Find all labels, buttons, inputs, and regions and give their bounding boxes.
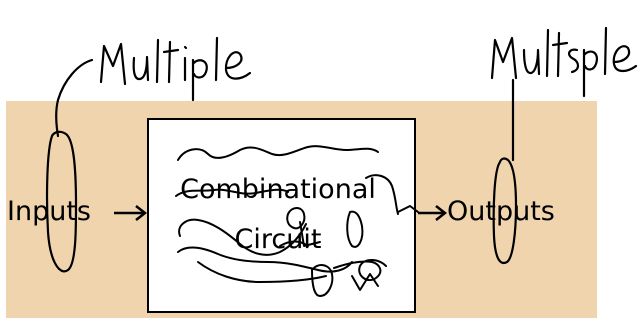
box-label-line2: Circuit xyxy=(234,224,322,255)
box-label-line1: Combinational xyxy=(180,174,376,205)
inputs-label: Inputs xyxy=(7,196,91,227)
outputs-label: Outputs xyxy=(447,196,555,227)
combinational-circuit-box xyxy=(147,118,416,313)
